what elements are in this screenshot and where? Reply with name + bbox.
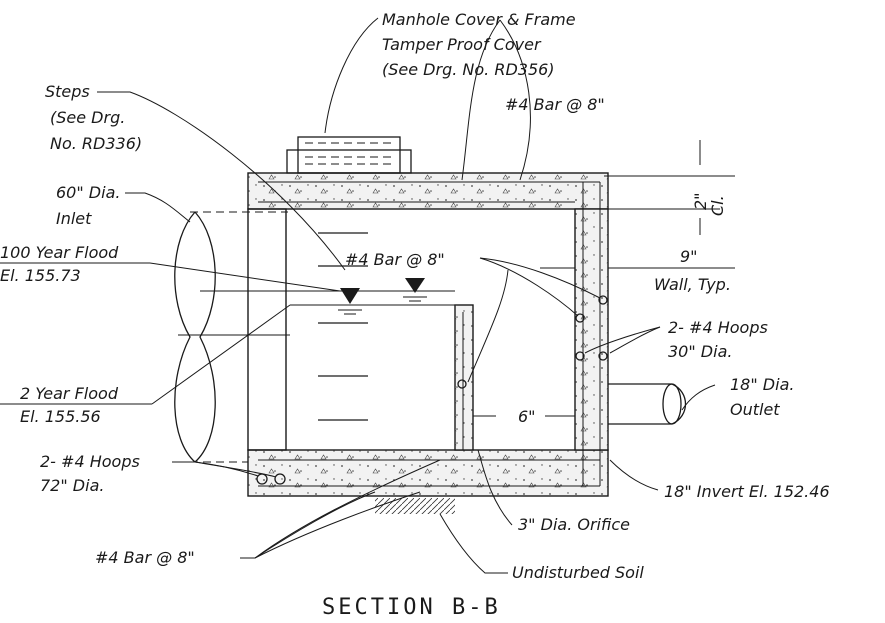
manhole-structure bbox=[247, 172, 609, 514]
water-levels bbox=[178, 232, 455, 421]
manhole-cover bbox=[286, 136, 412, 174]
rebar bbox=[256, 181, 608, 487]
label-flood100-el: El. 155.73 bbox=[0, 266, 81, 285]
label-clear-2: 2" bbox=[691, 192, 710, 210]
label-manhole-cover: Manhole Cover & Frame bbox=[382, 10, 576, 29]
label-bar-mid: #4 Bar @ 8" bbox=[345, 250, 445, 269]
label-wall-9: 9" bbox=[680, 247, 698, 266]
labels: Manhole Cover & Frame Tamper Proof Cover… bbox=[0, 10, 830, 620]
label-wall-typ: Wall, Typ. bbox=[654, 275, 731, 294]
label-inlet-dia: 60" Dia. bbox=[56, 183, 120, 202]
label-no-rd336: No. RD336) bbox=[50, 134, 142, 153]
undisturbed-soil-hatch bbox=[375, 498, 455, 514]
label-flood2-el: El. 155.56 bbox=[20, 407, 101, 426]
section-title: SECTION B-B bbox=[322, 595, 501, 620]
label-flood2: 2 Year Flood bbox=[20, 384, 119, 403]
label-soil: Undisturbed Soil bbox=[512, 563, 644, 582]
label-hoops-right-1: 2- #4 Hoops bbox=[668, 318, 768, 337]
left-wall bbox=[247, 208, 287, 451]
leader-lines bbox=[0, 17, 735, 574]
label-hoops-left-2: 72" Dia. bbox=[40, 476, 104, 495]
label-orifice: 3" Dia. Orifice bbox=[518, 515, 630, 534]
label-bar-top: #4 Bar @ 8" bbox=[505, 95, 605, 114]
label-inlet: Inlet bbox=[56, 209, 92, 228]
label-clear-cl: Cl. bbox=[708, 195, 727, 216]
label-outlet-dia: 18" Dia. bbox=[730, 375, 794, 394]
label-steps: Steps bbox=[45, 82, 90, 101]
label-invert: 18" Invert El. 152.46 bbox=[664, 482, 830, 501]
label-outlet: Outlet bbox=[730, 400, 780, 419]
label-flood100: 100 Year Flood bbox=[0, 243, 119, 262]
label-hoops-right-2: 30" Dia. bbox=[668, 342, 732, 361]
label-dim-6: 6" bbox=[518, 407, 536, 426]
label-hoops-left-1: 2- #4 Hoops bbox=[40, 452, 140, 471]
label-see-rd356: (See Drg. No. RD356) bbox=[382, 60, 555, 79]
label-tamper-proof: Tamper Proof Cover bbox=[382, 35, 542, 54]
label-see-drg: (See Drg. bbox=[50, 108, 125, 127]
label-bar-bottom: #4 Bar @ 8" bbox=[95, 548, 195, 567]
